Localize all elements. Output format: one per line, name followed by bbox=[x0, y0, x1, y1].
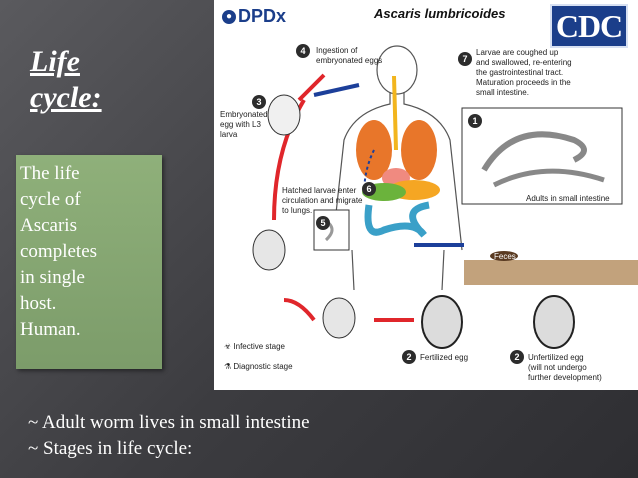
cdc-logo: CDC bbox=[550, 4, 628, 48]
torso-outline bbox=[331, 92, 463, 251]
legend-infective-label: Infective stage bbox=[233, 342, 285, 351]
microscope-icon: ⚗ bbox=[224, 362, 232, 371]
label-ingestion: Ingestion of embryonated eggs bbox=[316, 46, 383, 65]
legs-outline bbox=[351, 249, 445, 291]
adult-worm-box bbox=[461, 107, 623, 205]
bullet-item: ~ Adult worm lives in small intestine bbox=[28, 412, 310, 433]
title-line-1: Life bbox=[30, 45, 80, 78]
info-line: Ascaris bbox=[20, 215, 77, 236]
unfertilized-egg bbox=[533, 295, 575, 349]
legend-diagnostic: ⚗ Diagnostic stage bbox=[224, 362, 293, 372]
legend-diagnostic-label: Diagnostic stage bbox=[233, 362, 293, 371]
diagram-title: Ascaris lumbricoides bbox=[374, 6, 506, 21]
step-number-5: 5 bbox=[316, 216, 330, 230]
arrow-bottom-left bbox=[283, 298, 316, 322]
life-cycle-diagram: ● DPDx Ascaris lumbricoides CDC bbox=[214, 0, 638, 390]
right-lung bbox=[401, 120, 437, 180]
soil bbox=[464, 260, 638, 285]
adult-worm-1 bbox=[481, 131, 587, 172]
biohazard-icon: ☣ bbox=[224, 342, 232, 351]
intestine bbox=[364, 201, 430, 238]
step-number-2-fertilized: 2 bbox=[402, 350, 416, 364]
adult-worm-2 bbox=[492, 168, 605, 188]
esophagus bbox=[392, 75, 398, 151]
egg-stage-a bbox=[252, 229, 286, 271]
info-line: The life bbox=[20, 163, 80, 184]
bullet-list: ~ Adult worm lives in small intestine ~ … bbox=[28, 410, 310, 462]
bullet-item: ~ Stages in life cycle: bbox=[28, 438, 193, 459]
dpdx-logo: ● DPDx bbox=[222, 6, 286, 27]
step-number-1: 1 bbox=[468, 114, 482, 128]
info-text: The life cycle of Ascaris completes in s… bbox=[20, 161, 158, 343]
human-figure bbox=[331, 45, 463, 291]
step-number-7: 7 bbox=[458, 52, 472, 66]
info-line: in single bbox=[20, 267, 85, 288]
fertilized-egg bbox=[421, 295, 463, 349]
legend-infective: ☣ Infective stage bbox=[224, 342, 285, 352]
dpdx-logo-text: DPDx bbox=[238, 6, 287, 26]
label-embryonated-egg: Embryonated egg with L3 larva bbox=[220, 110, 268, 139]
dpdx-logo-icon: ● bbox=[222, 9, 236, 24]
slide-title: Life cycle: bbox=[30, 44, 140, 116]
head-outline bbox=[376, 45, 418, 95]
arrow-top-left bbox=[297, 73, 326, 102]
title-line-2: cycle: bbox=[30, 81, 102, 114]
info-line: host. bbox=[20, 293, 57, 314]
info-line: completes bbox=[20, 241, 98, 262]
step-number-6: 6 bbox=[362, 182, 376, 196]
diagram-artwork bbox=[252, 45, 638, 349]
label-adults: Adults in small intestine bbox=[526, 194, 610, 203]
arrow-ingestion bbox=[313, 83, 360, 97]
step-number-2-unfertilized: 2 bbox=[510, 350, 524, 364]
info-box: The life cycle of Ascaris completes in s… bbox=[16, 155, 162, 369]
feces-mound bbox=[490, 251, 518, 261]
label-unfertilized-egg: Unfertilized egg (will not undergo furth… bbox=[528, 353, 602, 382]
label-feces: Feces bbox=[494, 252, 516, 261]
label-hatched-larvae: Hatched larvae enter circulation and mig… bbox=[282, 186, 363, 215]
step-number-3: 3 bbox=[252, 95, 266, 109]
info-line: cycle of bbox=[20, 189, 81, 210]
label-larvae-coughed: Larvae are coughed up and swallowed, re-… bbox=[476, 48, 572, 97]
info-line: Human. bbox=[20, 319, 81, 340]
step-number-4: 4 bbox=[296, 44, 310, 58]
label-fertilized-egg: Fertilized egg bbox=[420, 353, 469, 362]
egg-stage-b bbox=[322, 297, 356, 339]
embryonated-egg bbox=[267, 94, 301, 136]
